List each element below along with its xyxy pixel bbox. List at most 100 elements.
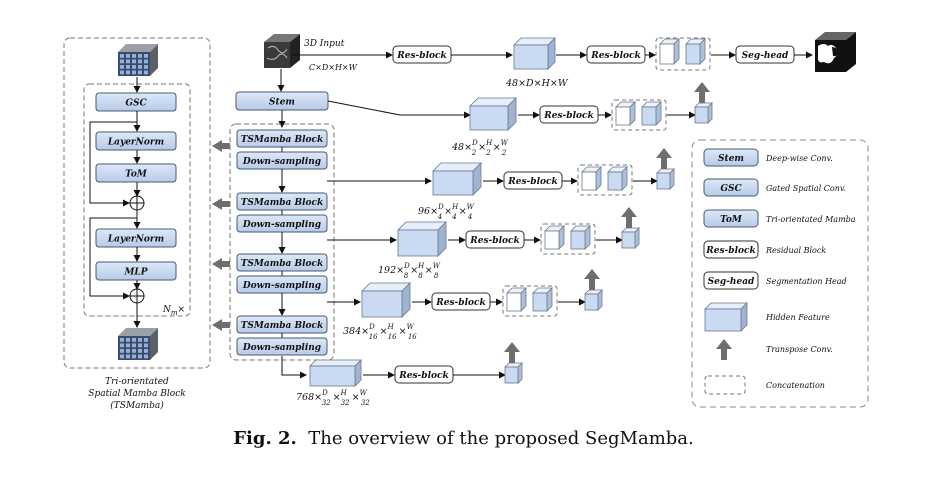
legend-swatch (703, 271, 759, 290)
hidden-feature-cube (513, 37, 556, 70)
feature-grid-cube-icon (118, 328, 158, 360)
grid-cell (132, 349, 136, 353)
grid-cell (120, 59, 124, 64)
legend-key: Stem (718, 154, 744, 164)
add-icon (129, 288, 145, 304)
gsc-label: GSC (125, 99, 147, 109)
grid-cell (138, 65, 142, 69)
grid-cell (138, 338, 142, 342)
layernorm-block-2 (95, 228, 177, 248)
concatenation-box (611, 99, 667, 131)
downsampling-label: Down-sampling (242, 157, 321, 167)
grid-cell (144, 343, 148, 348)
legend-hidden-feature-cube (704, 302, 748, 332)
transpose-conv-arrow-icon (584, 269, 600, 290)
res-block-label: Res-block (435, 298, 485, 308)
tsmamba-block-label: TSMamba Block (241, 259, 324, 269)
transpose-conv-arrow-icon (656, 148, 672, 169)
legend-key: Seg-head (708, 277, 755, 287)
grid-cell (132, 343, 136, 348)
legend-desc: Transpose Conv. (766, 345, 833, 354)
tom-block (95, 163, 177, 183)
hidden-feature-cube (432, 162, 482, 196)
res-block-label: Res-block (543, 111, 593, 121)
hidden-feature-cube (361, 282, 411, 318)
legend-desc: Concatenation (766, 381, 825, 390)
concat-feature-cube (621, 227, 640, 249)
legend-desc: Tri-orientated Mamba (766, 215, 856, 224)
grid-cell (126, 54, 130, 58)
legend-desc: Residual Block (765, 246, 826, 255)
grid-cell (132, 54, 136, 58)
transpose-conv-arrow-icon (716, 339, 732, 360)
layernorm-label-2: LayerNorm (107, 235, 164, 245)
gsc-block (95, 92, 177, 112)
grid-cell (138, 354, 142, 359)
mlp-label: MLP (123, 268, 147, 278)
concat-feature-cube (685, 38, 706, 65)
panel-title-line-1: Tri-orientated (105, 377, 169, 387)
architecture-diagram: GSC LayerNorm ToM LayerNorm MLP Nm× (63, 32, 869, 411)
grid-cell (132, 338, 136, 342)
legend-key: GSC (720, 184, 742, 194)
grid-cell (132, 59, 136, 64)
concat-feature-cube (607, 166, 628, 191)
legend-desc: Deep-wise Conv. (765, 154, 833, 163)
concat-feature-cube (656, 168, 675, 190)
grid-cell (138, 343, 142, 348)
grid-cell (120, 70, 124, 75)
hidden-feature-cube (397, 221, 447, 257)
transpose-conv-arrow-icon (694, 82, 710, 103)
concat-feature-cube (506, 287, 527, 312)
grid-cell (120, 338, 124, 342)
hidden-feature-cube (469, 97, 517, 131)
legend-swatch (703, 148, 759, 167)
concat-feature-cube (615, 101, 636, 126)
concatenation-box (577, 164, 633, 196)
layernorm-block-1 (95, 131, 177, 151)
gray-arrows (212, 140, 230, 331)
panel-title-line-2: Spatial Mamba Block (88, 389, 185, 399)
grid-cell (126, 59, 130, 64)
grid-cell (144, 349, 148, 353)
legend-concat-box (704, 375, 746, 395)
grid-cell (126, 354, 130, 359)
seg-head-block-label: Seg-head (742, 51, 789, 61)
grid-cell (120, 54, 124, 58)
grid-cell (126, 65, 130, 69)
transpose-conv-arrow-icon (504, 342, 520, 363)
grid-cell (138, 59, 142, 64)
concat-feature-cube (581, 166, 602, 191)
downsampling-label: Down-sampling (242, 220, 321, 230)
concat-feature-cube (532, 287, 553, 312)
concatenation-box (540, 223, 596, 255)
grid-cell (126, 70, 130, 75)
tsmamba-block-label: TSMamba Block (241, 321, 324, 331)
res-block-label: Res-block (507, 177, 557, 187)
legend-box (691, 139, 869, 408)
tsmamba-panel: GSC LayerNorm ToM LayerNorm MLP Nm× (63, 37, 211, 411)
legend-desc: Segmentation Head (766, 277, 847, 286)
input-dims: C×D×H×W (309, 63, 358, 72)
legend-key: Res-block (705, 246, 755, 256)
grid-cell (120, 349, 124, 353)
add-icon (129, 195, 145, 211)
mlp-block (95, 261, 177, 281)
grid-cell (138, 349, 142, 353)
input-volume (264, 34, 300, 68)
grid-cell (144, 59, 148, 64)
tsmamba-outer-dashed (63, 37, 211, 369)
concatenation-box (655, 37, 711, 71)
grid-cell (132, 354, 136, 359)
feature-dims: 48×D×H×W (505, 78, 569, 89)
figure-caption: Fig. 2. The overview of the proposed Seg… (0, 428, 927, 449)
grid-cell (120, 343, 124, 348)
grid-cell (138, 70, 142, 75)
transpose-conv-arrow-icon (621, 207, 637, 228)
